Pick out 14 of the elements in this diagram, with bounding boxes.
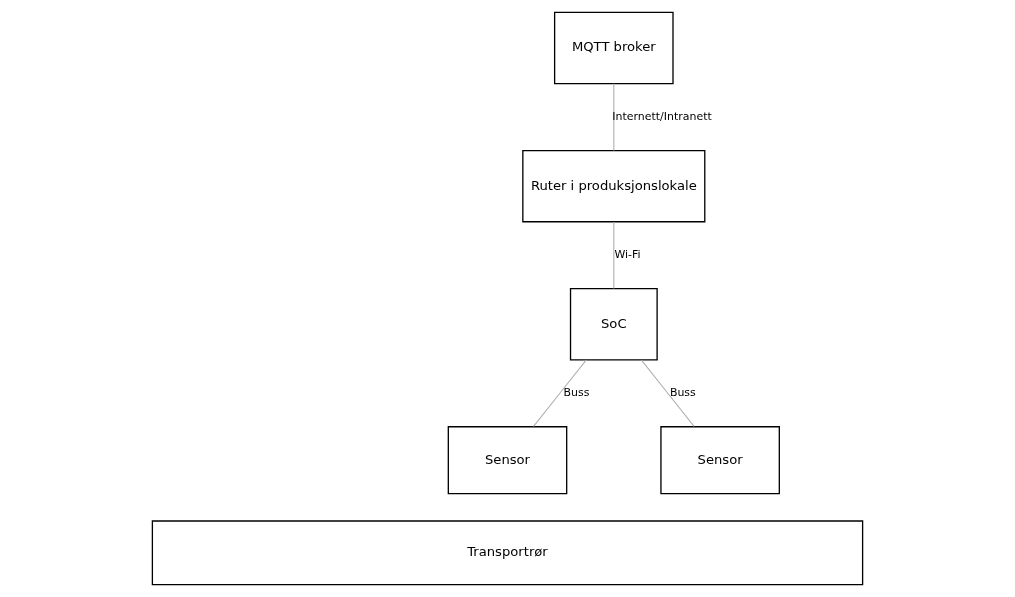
- node-box: SoC: [569, 287, 658, 361]
- connector: [533, 359, 587, 427]
- edge-label: Wi-Fi: [614, 247, 641, 261]
- node-box: MQTT broker: [553, 11, 674, 85]
- node-box: Sensor: [660, 426, 780, 495]
- edge-label: Buss: [563, 386, 590, 400]
- connector: [640, 359, 695, 427]
- node-box: Sensor: [447, 426, 568, 495]
- edge-label: Buss: [669, 386, 696, 400]
- connector: [613, 221, 615, 290]
- connector: [613, 83, 615, 152]
- node-box: Transportrør: [151, 520, 864, 586]
- node-box: Ruter i produksjonslokale: [522, 149, 706, 223]
- edge-label: Internett/Intranett: [612, 109, 712, 123]
